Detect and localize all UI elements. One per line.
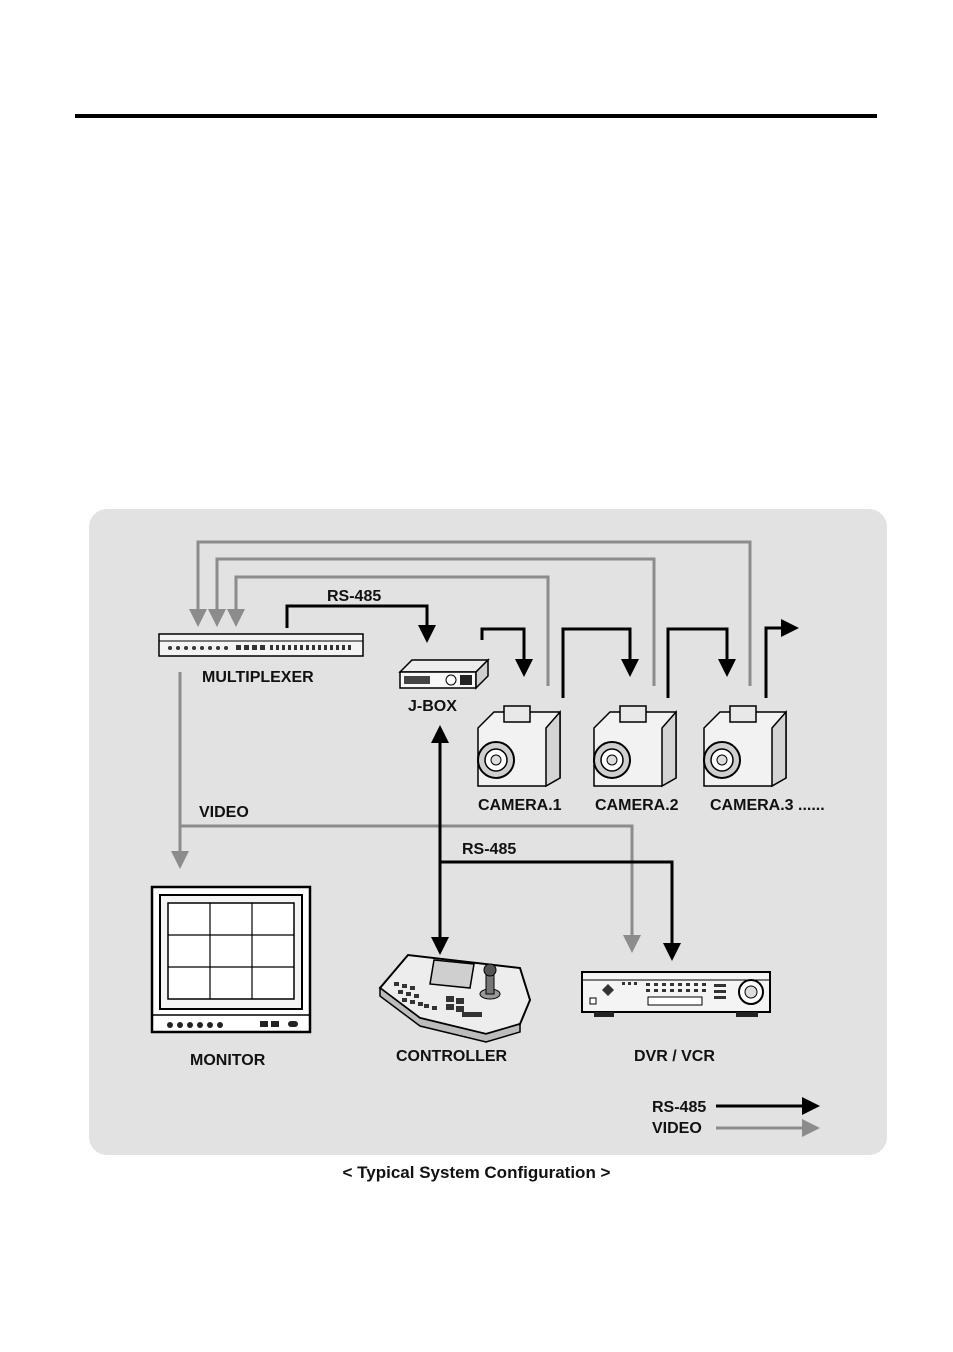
jbox-label: J-BOX xyxy=(408,698,457,715)
video-line-camera2 xyxy=(208,557,656,686)
rs485-mid-label: RS-485 xyxy=(462,841,516,858)
controller-label: CONTROLLER xyxy=(396,1048,508,1065)
video-line-camera1 xyxy=(227,575,550,686)
legend-rs485-label: RS-485 xyxy=(652,1099,706,1116)
figure-caption: < Typical System Configuration > xyxy=(342,1163,611,1182)
rs485-line-camera3 xyxy=(666,627,736,698)
camera-3-icon xyxy=(703,705,787,788)
camera-1-icon xyxy=(477,705,561,788)
controller-icon xyxy=(378,953,532,1043)
rs485-line-camera2 xyxy=(561,627,639,698)
rs485-line-camera1 xyxy=(480,627,533,677)
rs485-line-dvr xyxy=(440,860,681,961)
camera-2-icon xyxy=(593,705,677,788)
jbox-icon xyxy=(398,658,490,690)
video-lines xyxy=(171,540,820,1137)
camera-1-label: CAMERA.1 xyxy=(478,797,562,814)
legend-video-label: VIDEO xyxy=(652,1120,702,1137)
video-label: VIDEO xyxy=(199,804,249,821)
dvr-vcr-icon xyxy=(581,971,771,1017)
video-line-dvr xyxy=(180,824,641,953)
rs485-lines xyxy=(285,604,820,1115)
top-rule xyxy=(75,114,877,118)
video-line-camera3 xyxy=(189,540,752,686)
dvr-vcr-label: DVR / VCR xyxy=(634,1048,715,1065)
monitor-icon xyxy=(150,885,312,1034)
monitor-label: MONITOR xyxy=(190,1052,266,1069)
rs485-line-next xyxy=(764,619,799,698)
camera-3-label: CAMERA.3 ...... xyxy=(710,797,825,814)
camera-2-label: CAMERA.2 xyxy=(595,797,679,814)
multiplexer-icon xyxy=(158,633,364,657)
multiplexer-label: MULTIPLEXER xyxy=(202,669,314,686)
rs485-top-label: RS-485 xyxy=(327,588,381,605)
rs485-line-multiplexer-jbox xyxy=(285,604,436,643)
